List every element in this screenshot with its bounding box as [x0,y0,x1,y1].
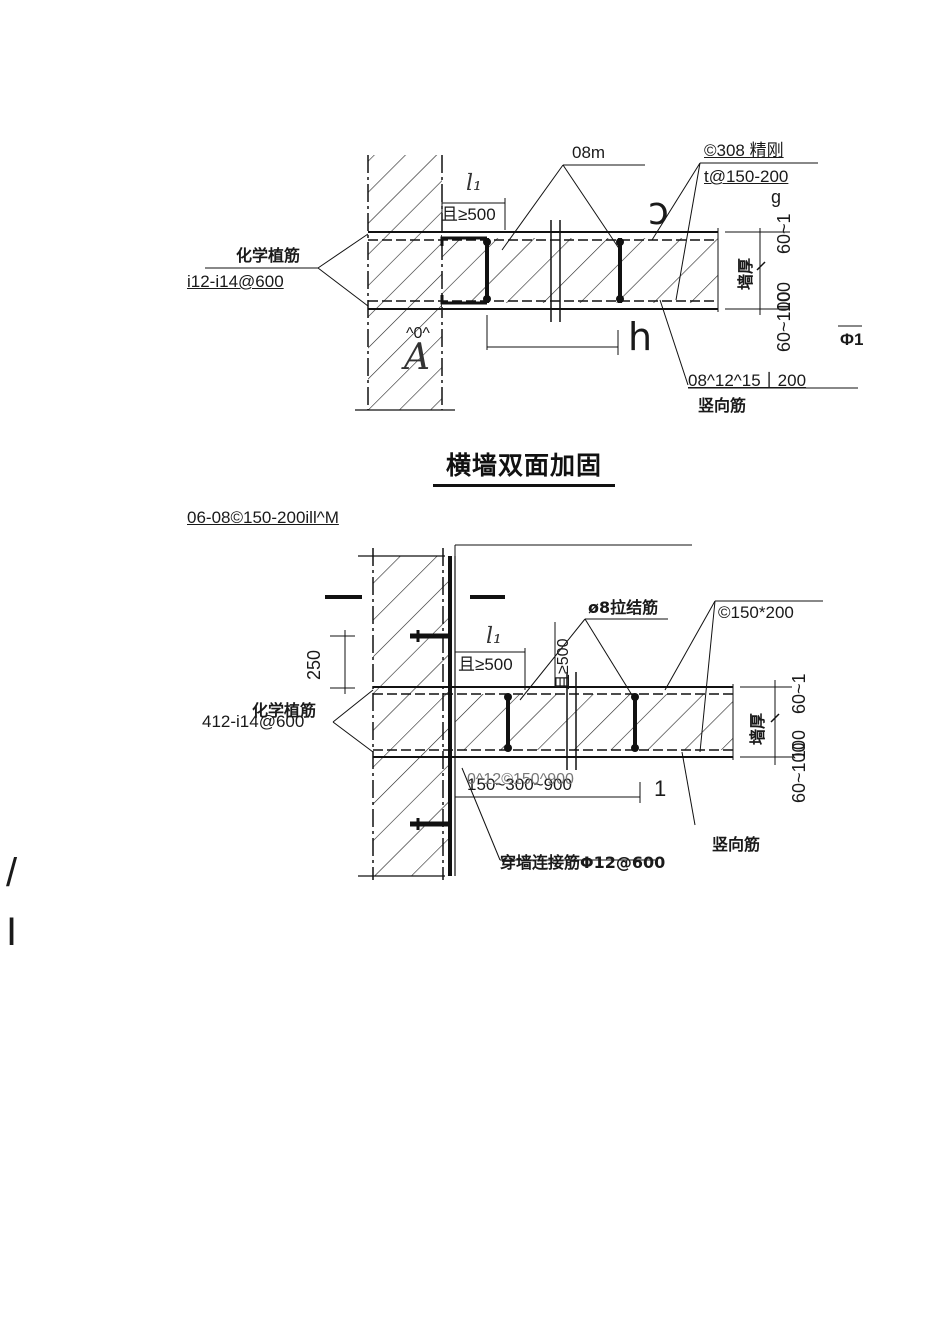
label-c150: ©150*200 [718,603,794,622]
top-title: 横墙双面加固 [446,451,603,480]
label-phi8: ø8拉结筋 [588,598,659,617]
label-250: 250 [304,649,324,680]
top-detail [205,155,862,411]
label-ge500-top: 且≥500 [441,205,496,224]
label-i12: i12-i14@600 [187,272,284,291]
label-ge500a: 且≥500 [458,655,513,674]
label-overlay: 0^12©150^900 [467,771,574,788]
label-vertical-bottom: 竖向筋 [712,835,761,854]
label-0: ^0^ [406,325,430,342]
label-l-top: l₁ [466,171,482,196]
top-column [368,155,442,410]
label-g: g [771,187,782,207]
margin-bar: I [6,910,18,954]
label-412: 412-i14@600 [202,712,305,731]
label-60-1-bottom: 60~1 [789,673,809,714]
label-150-300: 150~300~900 [467,775,572,794]
top-wall [442,238,718,303]
label-A: A [404,337,430,378]
label-150-200: t@150-200 [704,167,789,186]
title-underline [433,484,615,487]
label-l-bottom: l₁ [486,624,502,649]
label-chem-top: 化学植筋 [236,246,301,265]
label-phi1: Φ1 [840,330,864,349]
bottom-wall [455,694,733,750]
label-wall-bottom: 墙厚 [748,712,767,745]
label-308: ©308 精刚 [704,141,784,160]
label-08m: 08m [572,143,606,162]
label-60-100-top: 60~100 [774,291,794,352]
label-glyph: ͻ [648,189,669,233]
label-ge500b: 且≥500 [555,638,572,690]
label-vertical-top: 竖向筋 [698,396,747,415]
label-wall-top: 墙厚 [736,257,755,290]
label-through: 穿墙连接筋Φ12@600 [500,853,666,872]
label-60-1-top: 60~1 [774,213,794,254]
label-60-100-bottom: 60~100 [789,742,809,803]
bottom-caption: 06-08©150-200ill^M [187,508,339,527]
bottom-column [373,556,449,876]
bottom-detail [325,544,823,880]
label-h: h [628,315,653,359]
label-08-12: 08^12^15丨200 [688,371,807,390]
label-1: 1 [654,776,667,801]
label-chem-bottom: 化学植筋 [252,701,317,720]
margin-slash: / [6,851,18,895]
